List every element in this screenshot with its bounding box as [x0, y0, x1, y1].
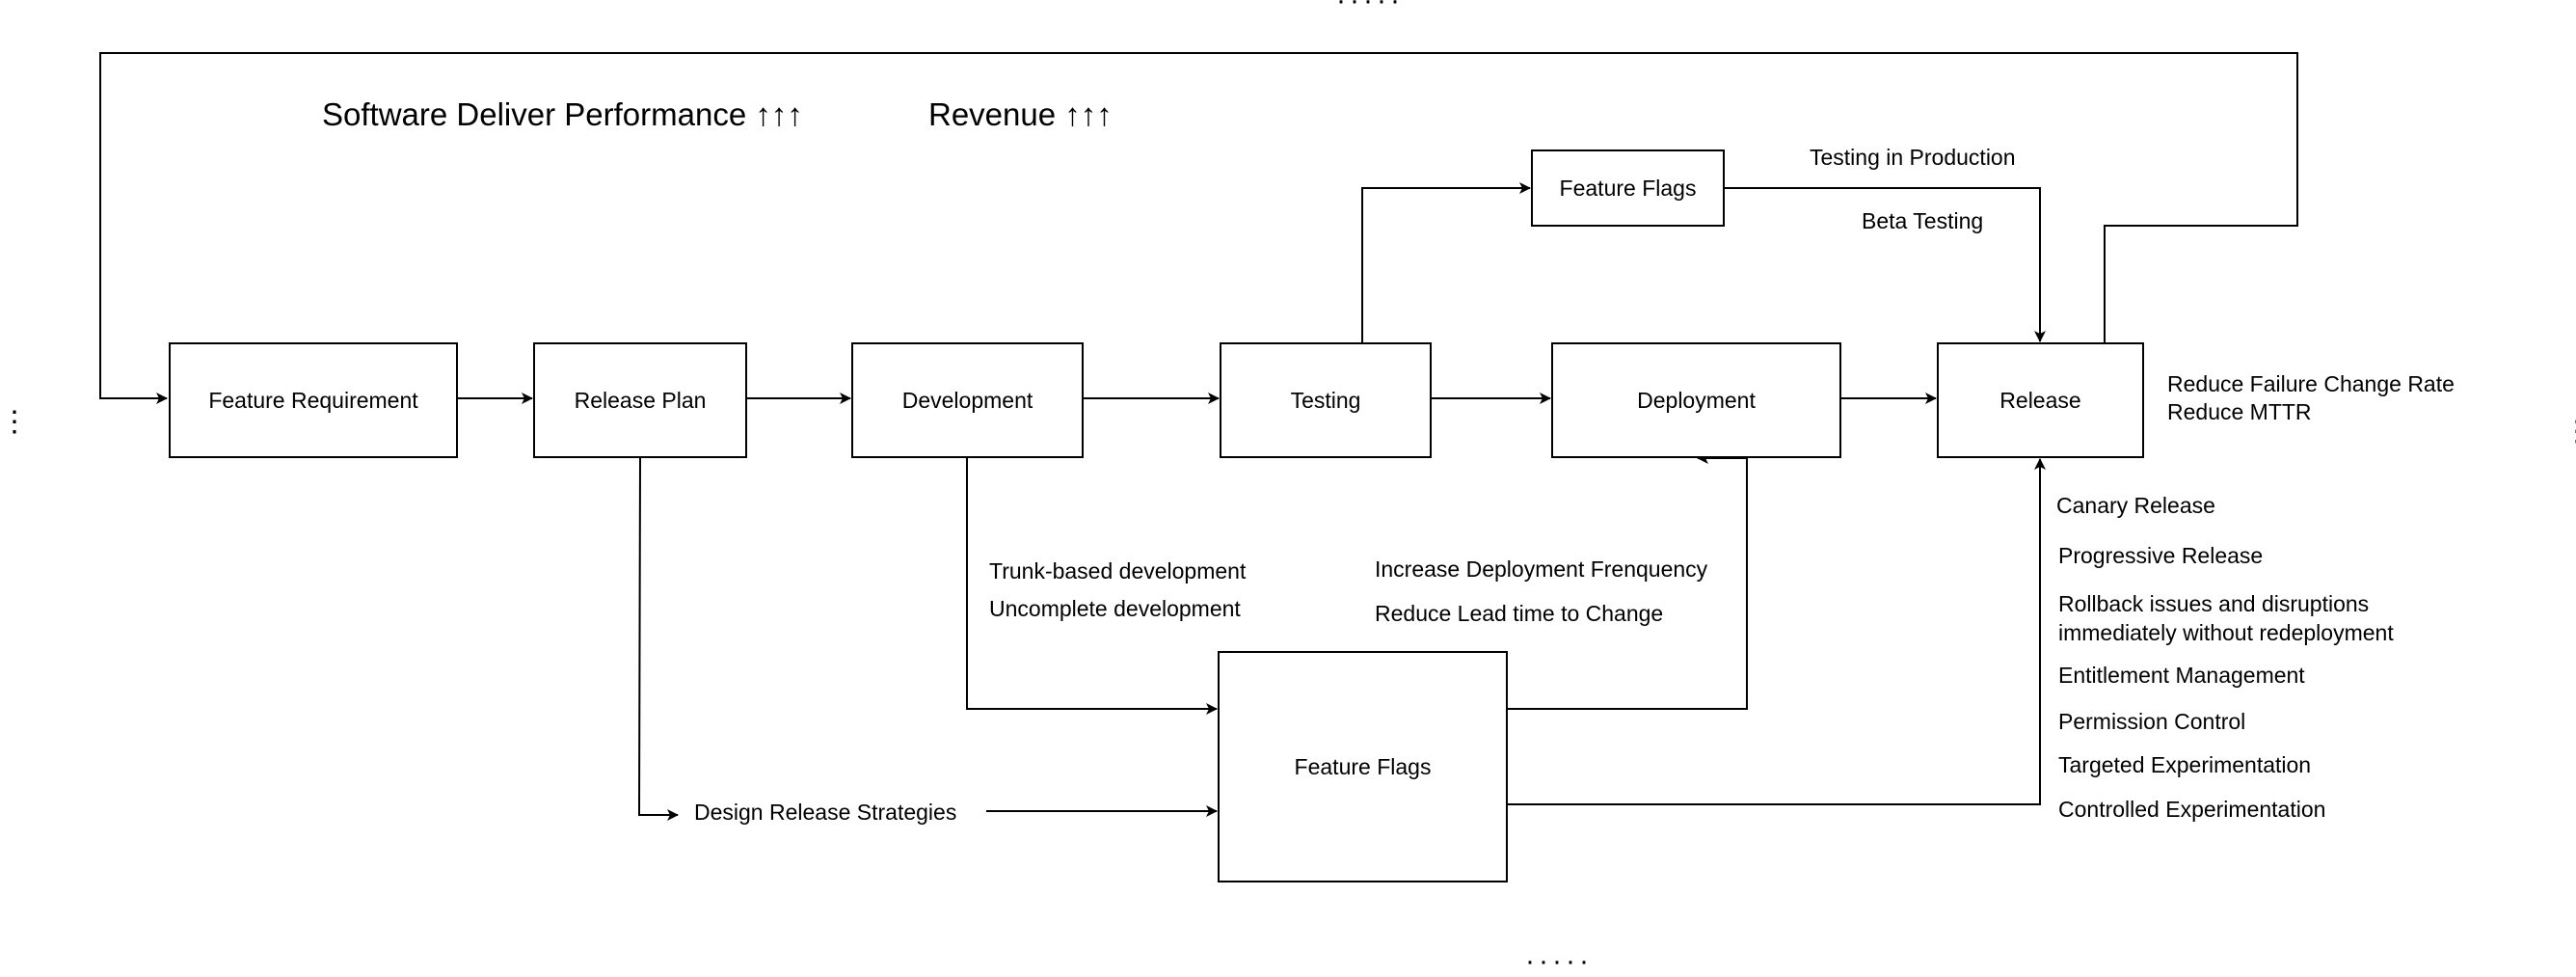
benefit-item: Progressive Release: [2058, 543, 2264, 568]
arrow-feature-flags-to-release: [1725, 187, 2046, 342]
feature-flags-top-node: Feature Flags: [1531, 149, 1725, 227]
benefit-item: immediately without redeployment: [2058, 620, 2394, 645]
feature-requirement-node: Feature Requirement: [169, 342, 458, 458]
benefit-item: Targeted Experimentation: [2058, 752, 2312, 777]
arrow-testing-to-feature-flags: [1361, 182, 1531, 342]
top-ellipsis: ·····: [1336, 0, 1404, 16]
benefit-item: Permission Control: [2058, 709, 2246, 734]
feature-flags-main-node: Feature Flags: [1218, 651, 1508, 882]
arrow-feature-flags-to-release-bottom: [1508, 458, 2046, 805]
development-node: Development: [851, 342, 1084, 458]
deployment-node: Deployment: [1551, 342, 1841, 458]
performance-heading: Software Deliver Performance ↑↑↑: [322, 96, 803, 132]
feedback-loop-connector: [99, 52, 2298, 404]
reduce-lead-time-label: Reduce Lead time to Change: [1375, 601, 1664, 626]
release-plan-node: Release Plan: [533, 342, 747, 458]
uncomplete-label: Uncomplete development: [989, 596, 1241, 621]
testing-node: Testing: [1220, 342, 1432, 458]
benefit-item: Canary Release: [2056, 493, 2215, 518]
release-node: Release: [1937, 342, 2144, 458]
beta-testing-label: Beta Testing: [1862, 208, 1984, 233]
bottom-ellipsis: ·····: [1525, 945, 1593, 977]
trunk-based-label: Trunk-based development: [989, 558, 1247, 583]
testing-in-production-label: Testing in Production: [1810, 145, 2016, 170]
design-release-strategies-label: Design Release Strategies: [694, 800, 957, 825]
revenue-heading: Revenue ↑↑↑: [928, 96, 1113, 132]
reduce-failure-label: Reduce Failure Change Rate: [2167, 371, 2455, 396]
arrow-plan-to-strategies: [637, 457, 679, 821]
benefit-item: Rollback issues and disruptions: [2058, 591, 2370, 616]
benefit-item: Entitlement Management: [2058, 663, 2305, 688]
arrow-feature-flags-to-deployment: [1508, 452, 1748, 710]
right-ellipsis: ⋮: [2563, 418, 2576, 447]
arrow-development-to-feature-flags: [966, 458, 1218, 715]
reduce-mttr-label: Reduce MTTR: [2167, 399, 2312, 424]
left-ellipsis: ⋮: [0, 406, 29, 438]
benefit-item: Controlled Experimentation: [2058, 797, 2326, 822]
increase-deployment-frequency-label: Increase Deployment Frenquency: [1375, 556, 1708, 582]
